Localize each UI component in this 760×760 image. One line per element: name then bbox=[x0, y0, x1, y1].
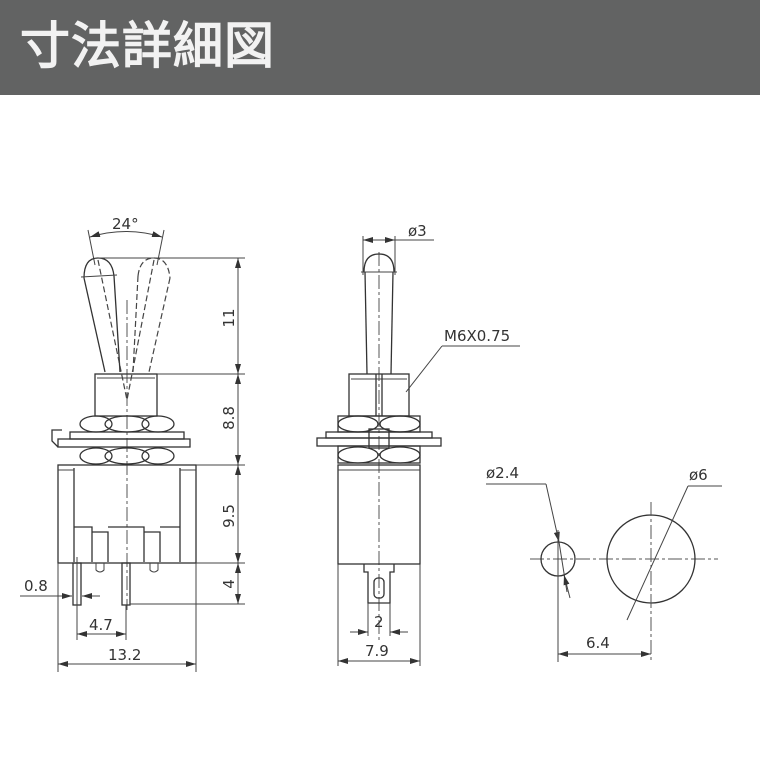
front-view: 24° bbox=[20, 215, 245, 672]
dim-terminal-width-side: 2 bbox=[374, 613, 384, 631]
dim-body-width: 13.2 bbox=[108, 646, 141, 664]
dim-body-width-side: 7.9 bbox=[365, 642, 389, 660]
dim-terminal-pitch: 4.7 bbox=[89, 616, 113, 634]
panel-cutout: ø2.4 ø6 6.4 bbox=[486, 464, 722, 662]
dim-lever-height: 11 bbox=[220, 308, 238, 327]
dim-body-height: 9.5 bbox=[220, 504, 238, 528]
dim-large-hole: ø6 bbox=[689, 466, 708, 484]
dim-terminal-length: 4 bbox=[220, 579, 238, 589]
header-bar: 寸法詳細図 bbox=[0, 0, 760, 95]
dim-small-hole: ø2.4 bbox=[486, 464, 519, 482]
dim-terminal-width: 0.8 bbox=[24, 577, 48, 595]
dim-hole-spacing: 6.4 bbox=[586, 634, 610, 652]
dim-bushing-height: 8.8 bbox=[220, 406, 238, 430]
thread-spec: M6X0.75 bbox=[444, 327, 510, 345]
side-view: ø3 M6X0.75 2 bbox=[316, 222, 520, 666]
angle-label: 24° bbox=[112, 215, 139, 233]
dim-lever-diameter: ø3 bbox=[408, 222, 427, 240]
page-title: 寸法詳細図 bbox=[20, 17, 275, 75]
